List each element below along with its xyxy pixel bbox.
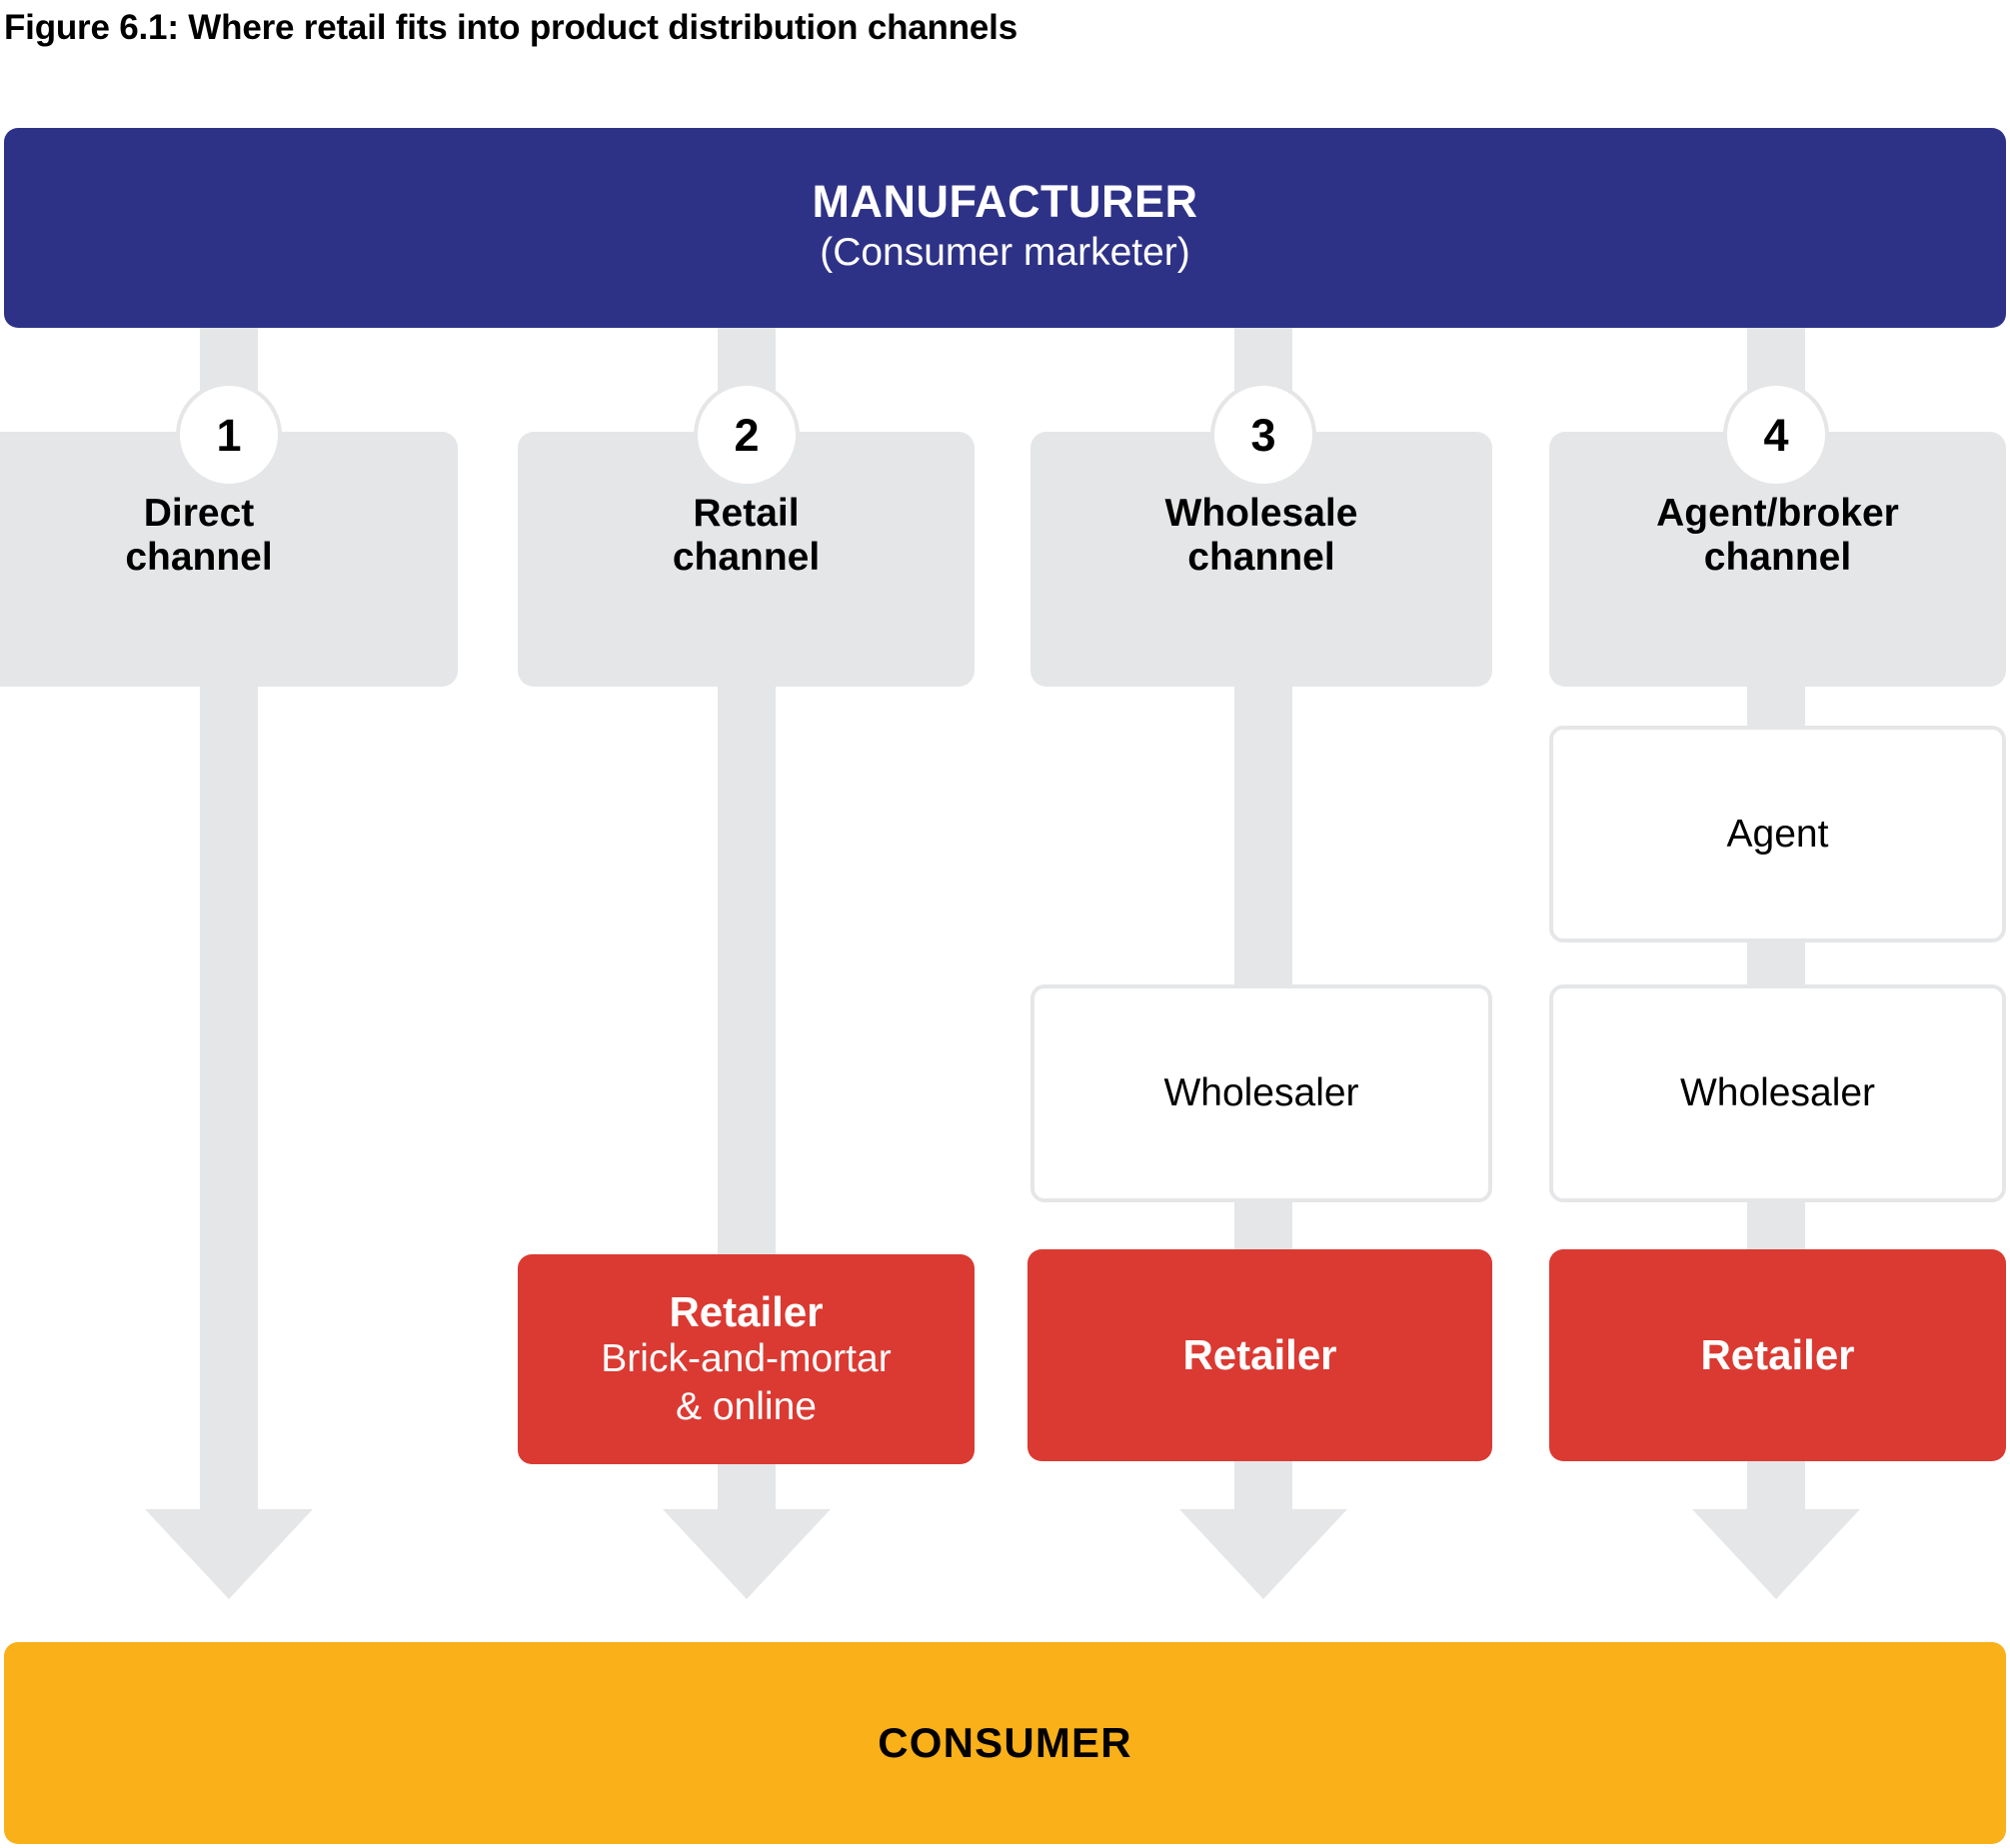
channel-label-2: Retail channel — [672, 492, 821, 579]
retailer-subtitle-channel-2: Brick-and-mortar & online — [601, 1336, 892, 1428]
arrow-head-channel-4 — [1692, 1509, 1860, 1599]
channel-label-3: Wholesale channel — [1164, 492, 1358, 579]
agent-label-channel-4: Agent — [1726, 812, 1829, 856]
wholesaler-label-channel-4: Wholesaler — [1679, 1071, 1876, 1114]
figure-title: Figure 6.1: Where retail fits into produ… — [4, 8, 1017, 47]
channel-number-3: 3 — [1250, 409, 1276, 461]
channel-number-badge-3: 3 — [1210, 382, 1316, 488]
retailer-node-channel-2[interactable]: Retailer Brick-and-mortar & online — [518, 1254, 975, 1464]
channel-number-4: 4 — [1763, 409, 1789, 461]
manufacturer-title: MANUFACTURER — [812, 176, 1198, 227]
wholesaler-label-channel-3: Wholesaler — [1163, 1071, 1359, 1114]
wholesaler-node-channel-4[interactable]: Wholesaler — [1549, 984, 2006, 1202]
agent-node-channel-4[interactable]: Agent — [1549, 726, 2006, 942]
channel-number-badge-1: 1 — [176, 382, 282, 488]
wholesaler-node-channel-3[interactable]: Wholesaler — [1030, 984, 1492, 1202]
arrow-head-channel-1 — [145, 1509, 313, 1599]
consumer-title: CONSUMER — [878, 1719, 1132, 1766]
retailer-title-channel-4: Retailer — [1700, 1331, 1855, 1379]
retailer-node-channel-4[interactable]: Retailer — [1549, 1249, 2006, 1461]
arrow-head-channel-2 — [663, 1509, 831, 1599]
channel-number-badge-4: 4 — [1723, 382, 1829, 488]
consumer-node[interactable]: CONSUMER — [4, 1642, 2006, 1844]
retailer-node-channel-3[interactable]: Retailer — [1027, 1249, 1492, 1461]
retailer-title-channel-2: Retailer — [669, 1287, 824, 1335]
retailer-title-channel-3: Retailer — [1182, 1331, 1337, 1379]
channel-label-1: Direct channel — [125, 492, 273, 579]
channel-number-1: 1 — [216, 409, 242, 461]
manufacturer-node[interactable]: MANUFACTURER (Consumer marketer) — [4, 128, 2006, 328]
channel-number-2: 2 — [734, 409, 760, 461]
manufacturer-subtitle: (Consumer marketer) — [820, 231, 1190, 275]
channel-label-4: Agent/broker channel — [1656, 492, 1899, 579]
arrow-head-channel-3 — [1179, 1509, 1347, 1599]
channel-number-badge-2: 2 — [694, 382, 800, 488]
channel-box-2[interactable]: Retail channel — [518, 432, 975, 687]
